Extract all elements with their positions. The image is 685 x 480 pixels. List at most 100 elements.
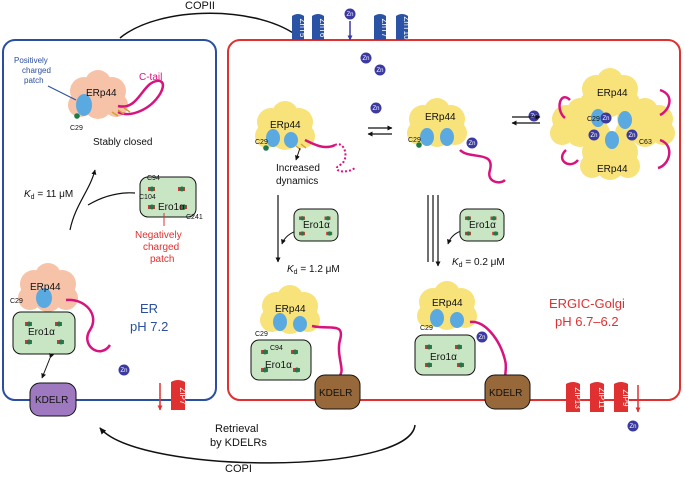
zip-transporters: ZIP13 ZIP11 ZIP9 xyxy=(566,382,630,412)
svg-text:ZnT6: ZnT6 xyxy=(318,19,327,38)
svg-text:ZnT5: ZnT5 xyxy=(298,19,307,38)
c-tail xyxy=(304,138,336,149)
copi-label: COPI xyxy=(225,463,252,475)
c-tail-dynamic xyxy=(334,143,356,173)
svg-text:Zn: Zn xyxy=(376,68,383,74)
erp44-label: ERp44 xyxy=(597,88,628,99)
c29-label: C29 xyxy=(408,137,421,144)
zn-ion: Zn xyxy=(466,137,478,149)
c29-label: C29 xyxy=(255,331,268,338)
ero1a-golgi-bound-1 xyxy=(250,339,312,381)
positive-patch-label-3: patch xyxy=(24,76,44,85)
retrieval-label-1: Retrieval xyxy=(215,423,258,435)
negative-patch-label-1: Negatively xyxy=(135,230,182,241)
zn-ion: Zn xyxy=(626,129,638,141)
erp44-er-complex xyxy=(18,263,78,312)
kd-er: Kd = 11 μM xyxy=(24,189,73,201)
svg-text:ZIP9: ZIP9 xyxy=(621,390,630,407)
erp44-zn-bound xyxy=(407,98,467,148)
c104-label: C104 xyxy=(139,194,156,201)
c29-label: C29 xyxy=(255,139,268,146)
increased-label-2: dynamics xyxy=(276,176,318,187)
kdelr-label: KDELR xyxy=(319,388,352,399)
golgi-name: ERGIC-Golgi xyxy=(549,296,625,311)
kd-golgi-2: Kd = 0.2 μM xyxy=(452,257,505,269)
c29-label: C29 xyxy=(587,116,600,123)
c63-label: C63 xyxy=(639,139,652,146)
zn-ion: Zn xyxy=(476,331,488,343)
svg-text:Zn: Zn xyxy=(629,424,636,430)
erp44-open xyxy=(255,101,315,151)
svg-text:Zn: Zn xyxy=(120,368,127,374)
erp44-label: ERp44 xyxy=(86,88,117,99)
svg-text:Zn: Zn xyxy=(590,133,597,139)
golgi-ph: pH 6.7–6.2 xyxy=(555,314,619,329)
erp44-golgi-complex-1 xyxy=(260,285,320,334)
positive-patch-label-1: Positively xyxy=(14,56,48,65)
kd-golgi-1: Kd = 1.2 μM xyxy=(287,264,340,276)
copi-arrow xyxy=(99,424,416,464)
znt6-transporter: ZnT6 xyxy=(312,14,327,40)
svg-text:ZnT7: ZnT7 xyxy=(380,19,389,38)
zn-ion: Zn xyxy=(588,129,600,141)
svg-text:Zn: Zn xyxy=(372,106,379,112)
kdelr-golgi-2 xyxy=(484,374,531,410)
zip7-transporter: ZIP7 xyxy=(171,380,187,410)
svg-text:ZnT10: ZnT10 xyxy=(402,16,411,40)
svg-text:Zn: Zn xyxy=(468,141,475,147)
zn-ion: Zn xyxy=(528,110,540,122)
erp44-label: ERp44 xyxy=(425,112,456,123)
golgi-compartment xyxy=(227,39,681,401)
er-ph: pH 7.2 xyxy=(130,319,168,334)
svg-text:Zn: Zn xyxy=(628,133,635,139)
kdelr-label: KDELR xyxy=(489,388,522,399)
c29-label: C29 xyxy=(10,298,23,305)
kdelr-er xyxy=(29,382,77,417)
kdelr-binding-arrow xyxy=(41,352,54,379)
c29-label: C29 xyxy=(420,325,433,332)
copii-arrow xyxy=(119,12,301,39)
erp44-label: ERp44 xyxy=(432,298,463,309)
svg-text:Zn: Zn xyxy=(362,56,369,62)
ero1a-free xyxy=(139,176,197,218)
znt7-transporter: ZnT7 xyxy=(374,14,389,40)
increased-label-1: Increased xyxy=(276,163,320,174)
ero1a-free xyxy=(459,208,505,242)
svg-text:ZIP13: ZIP13 xyxy=(573,387,582,409)
c-tail xyxy=(459,148,506,184)
zn-ion: Zn xyxy=(600,112,612,124)
copii-label: COPII xyxy=(185,0,215,12)
ero1a-label: Ero1α xyxy=(265,360,292,371)
positive-patch-label-2: charged xyxy=(22,66,51,75)
ero1a-label: Ero1α xyxy=(469,220,496,231)
erp44-label: ERp44 xyxy=(275,304,306,315)
svg-text:ZIP7: ZIP7 xyxy=(178,388,187,405)
zip11-transporter: ZIP11 xyxy=(590,382,606,412)
c-tail xyxy=(65,298,112,353)
kdelr-golgi-1 xyxy=(314,374,361,410)
hydrophobic-contacts xyxy=(111,107,131,117)
er-compartment xyxy=(2,39,217,401)
er-binding-arrow xyxy=(69,169,97,231)
zn-ion: Zn xyxy=(370,102,382,114)
znt5-transporter: ZnT5 xyxy=(292,14,307,40)
zn-ion: Zn xyxy=(627,420,639,432)
positive-patch-pointer xyxy=(47,85,77,101)
negative-patch-label-2: charged xyxy=(143,242,179,253)
c241-label: C241 xyxy=(186,214,203,221)
zip13-transporter: ZIP13 xyxy=(566,382,582,412)
negative-patch-label-3: patch xyxy=(150,254,174,265)
zn-ion: Zn xyxy=(360,52,372,64)
stably-closed-label: Stably closed xyxy=(93,137,152,148)
erp44-oligomer xyxy=(550,68,675,180)
c-tail xyxy=(311,324,343,376)
znt-transporters: ZnT5 ZnT6 ZnT7 ZnT10 xyxy=(292,14,411,40)
erp44-label: ERp44 xyxy=(597,164,628,175)
erp44-label: ERp44 xyxy=(270,120,301,131)
erp44-closed xyxy=(68,70,128,119)
hydrophobic-contacts xyxy=(295,143,307,151)
retrieval-label-2: by KDELRs xyxy=(210,437,267,449)
c94-label: C94 xyxy=(147,175,160,182)
c-tail-label: C-tail xyxy=(139,72,162,83)
